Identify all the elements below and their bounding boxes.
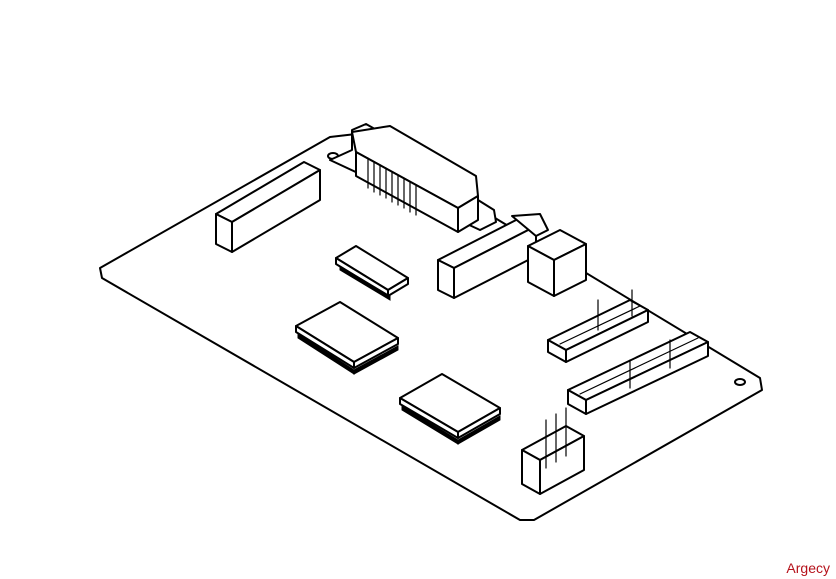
- parallel-port-connector: [330, 124, 496, 232]
- middle-qfp-chip: [296, 302, 398, 374]
- lower-qfp-chip: [400, 374, 500, 444]
- left-connector-block: [216, 162, 320, 252]
- pin-header: [522, 408, 584, 494]
- connector-pins: [368, 158, 416, 215]
- square-component: [528, 230, 586, 296]
- mounting-hole-right: [735, 379, 745, 385]
- small-ic-chip: [336, 246, 408, 300]
- memory-slot-1: [548, 290, 648, 362]
- center-header-block: [438, 214, 548, 298]
- memory-slot-2: [568, 332, 708, 414]
- watermark-logo-text: Argecy: [786, 560, 830, 576]
